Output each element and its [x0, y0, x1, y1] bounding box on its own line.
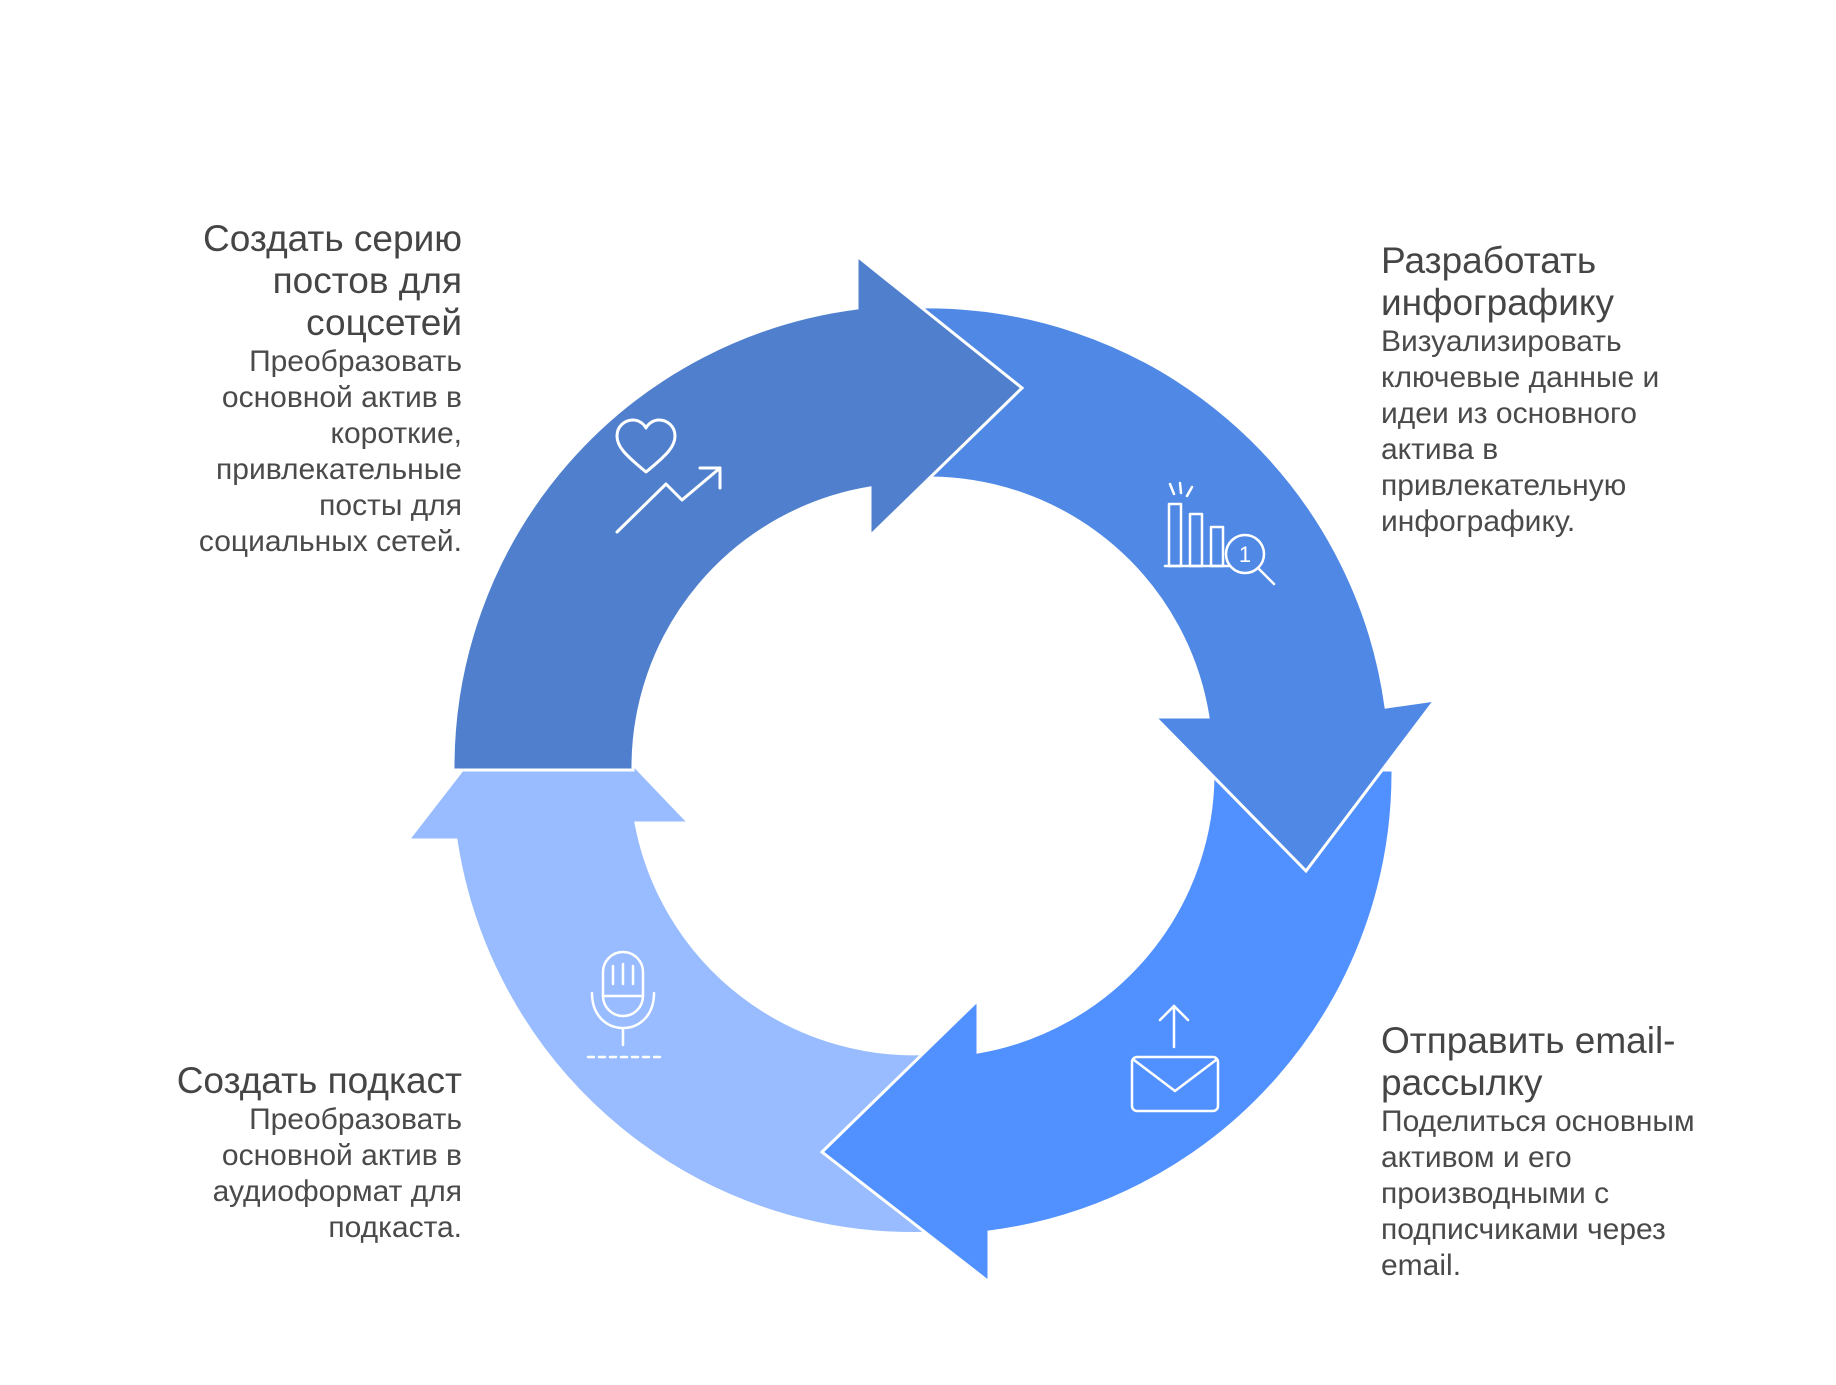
heart-trend-up-icon — [615, 418, 722, 534]
step-podcast-title: Создать подкаст — [176, 1060, 462, 1101]
bar-chart-magnifier-icon: 1 — [1163, 481, 1276, 586]
arrow-infographic — [914, 305, 1439, 874]
step-social-title: Создать серию постов для соцсетей — [203, 218, 462, 343]
step-infographic-description: Визуализировать ключевые данные и идеи и… — [1381, 325, 1660, 538]
microphone-icon — [586, 950, 662, 1059]
step-social: Создать серию постов для соцсетей Преобр… — [150, 218, 462, 560]
step-email-title: Отправить email-рассылку — [1381, 1020, 1676, 1103]
step-social-description: Преобразовать основной актив в короткие,… — [198, 345, 462, 558]
arrow-social — [451, 252, 1025, 772]
step-podcast: Создать подкаст Преобразовать основной а… — [150, 1060, 462, 1246]
envelope-upload-icon — [1130, 1004, 1220, 1113]
step-infographic-title: Разработать инфографику — [1381, 240, 1614, 323]
step-email-description: Поделиться основным активом и его произв… — [1381, 1105, 1695, 1282]
arrow-email — [819, 768, 1395, 1286]
step-podcast-description: Преобразовать основной актив в аудиоформ… — [212, 1103, 462, 1244]
step-infographic: Разработать инфографику Визуализировать … — [1381, 240, 1711, 540]
arrow-podcast — [404, 665, 938, 1236]
magnifier-digit: 1 — [1239, 542, 1251, 567]
step-email: Отправить email-рассылку Поделиться осно… — [1381, 1020, 1721, 1284]
